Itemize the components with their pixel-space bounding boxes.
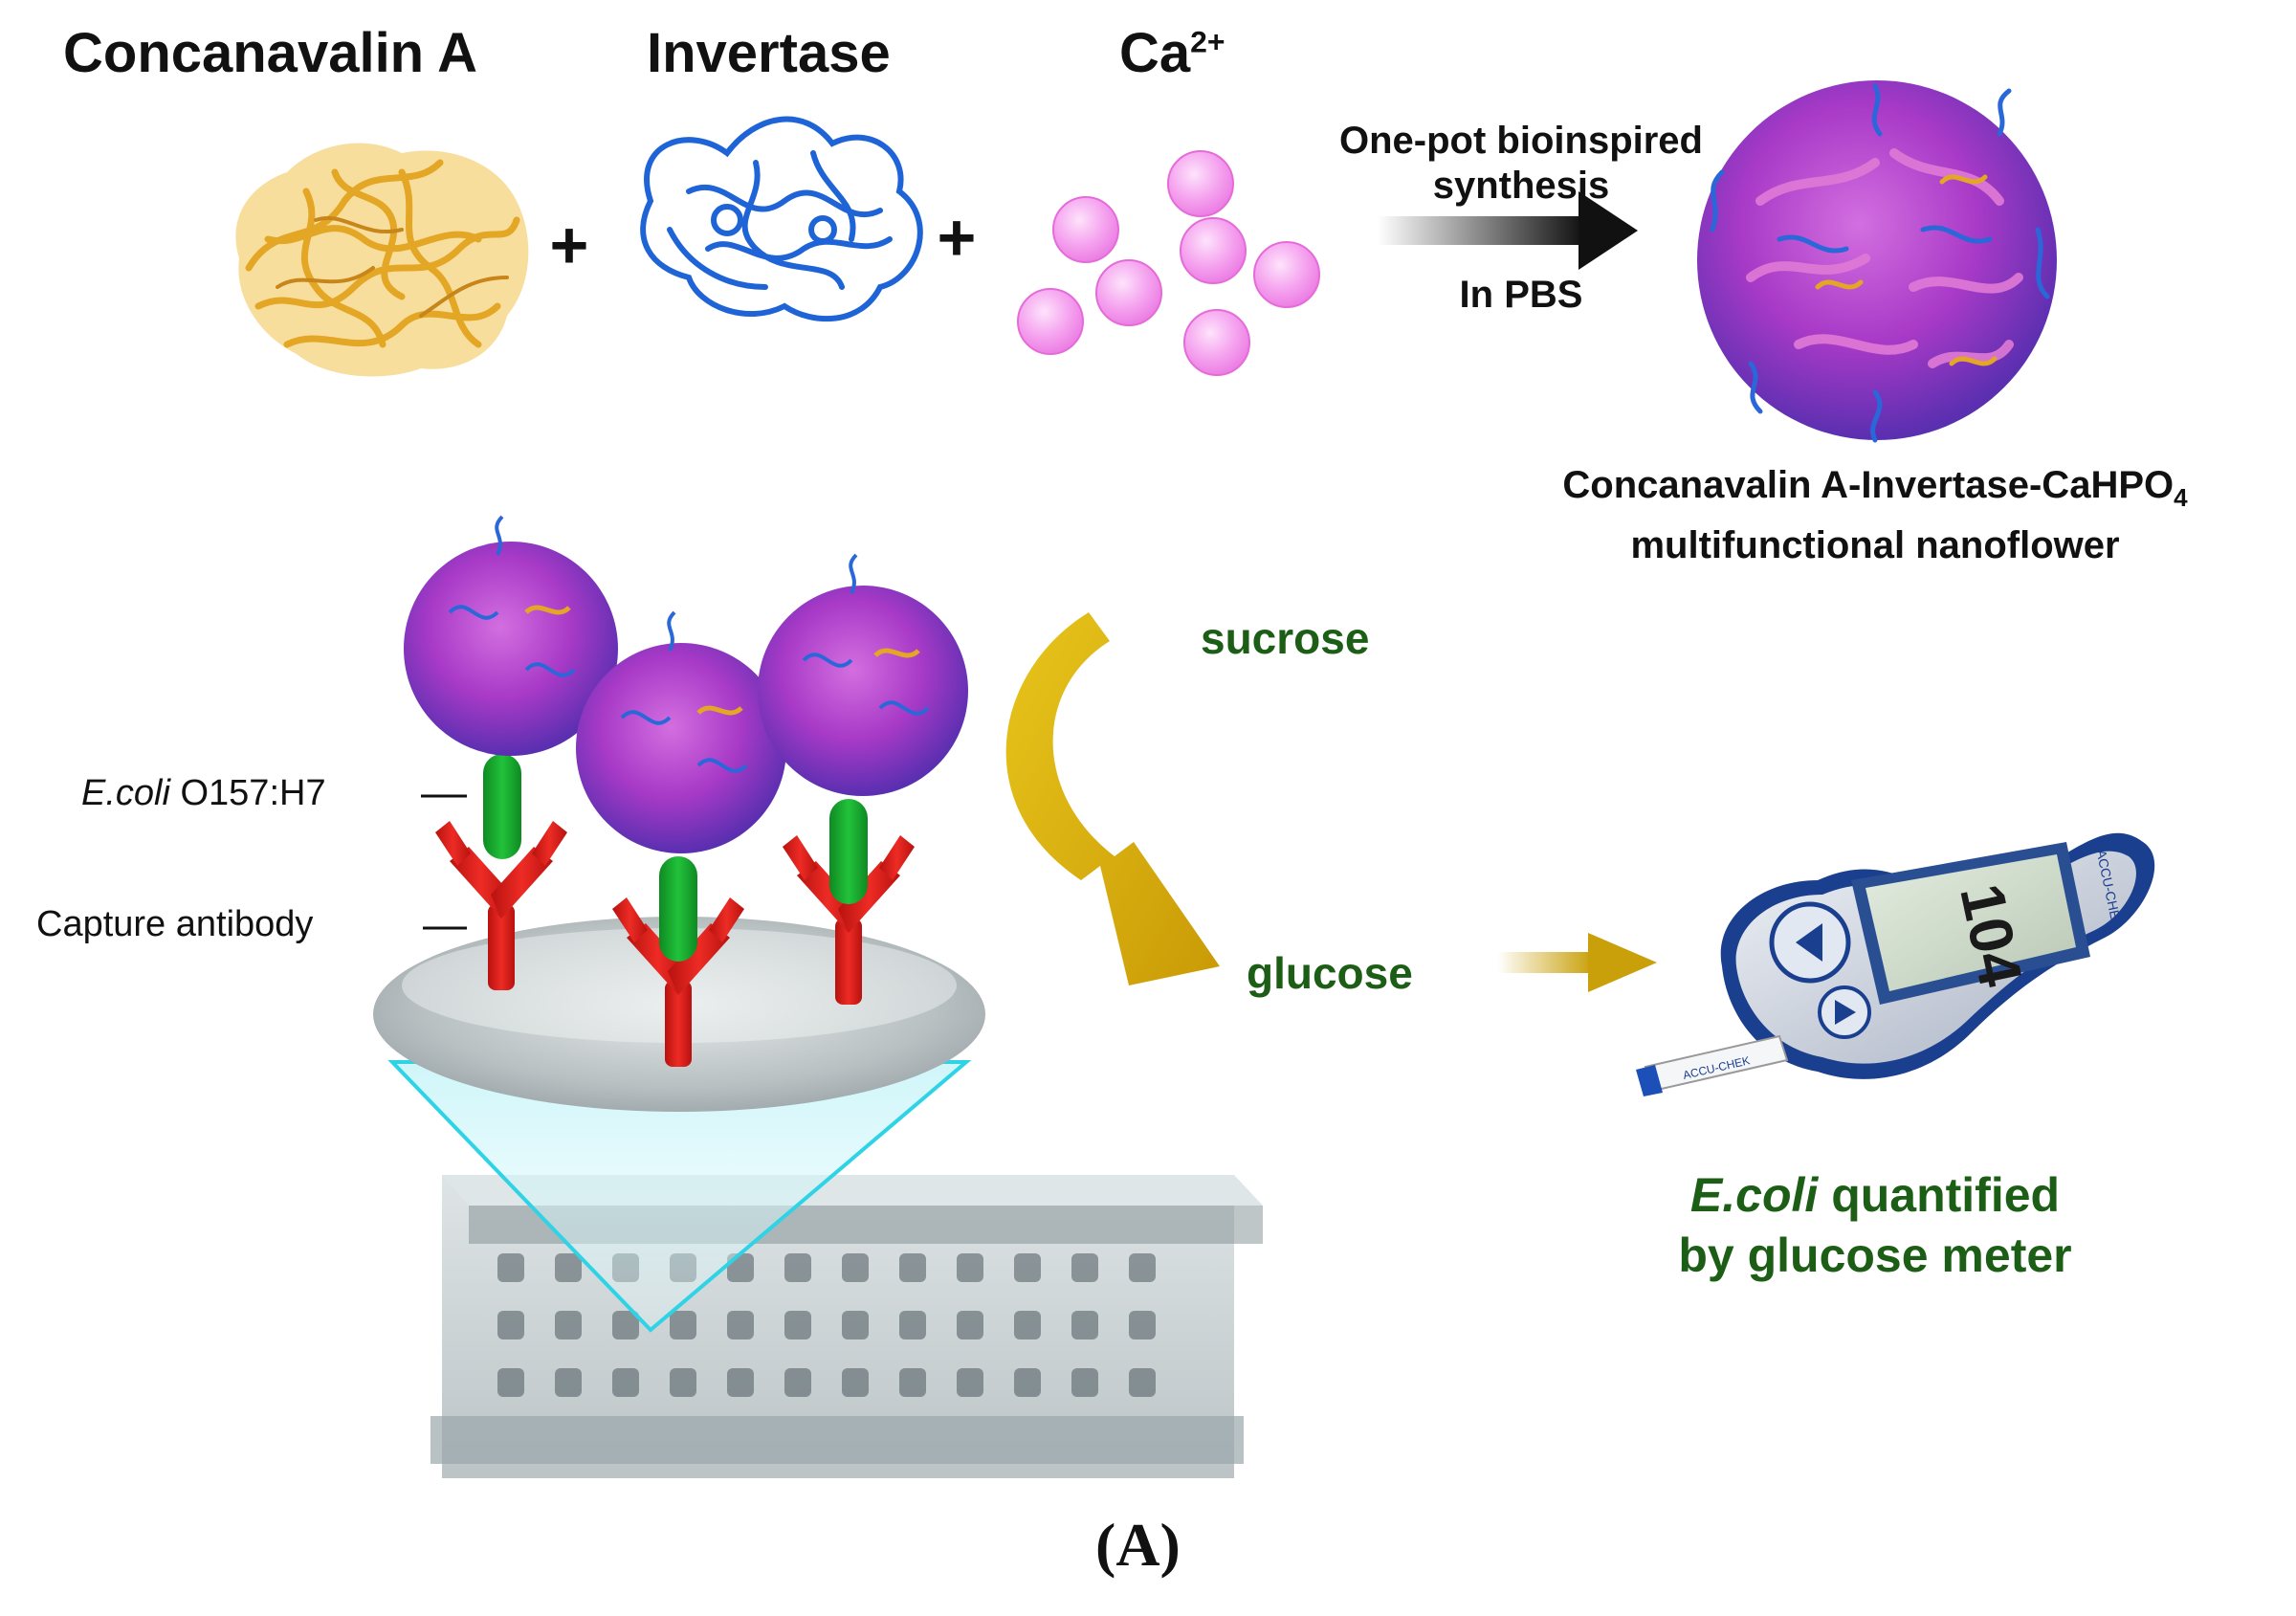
ecoli-cell-1: [483, 754, 521, 859]
concanavalin-title: Concanavalin A: [63, 22, 477, 84]
capture-antibody-1: [435, 821, 567, 990]
glucose-meter-icon: [1636, 832, 2155, 1096]
invertase-title: Invertase: [647, 22, 891, 84]
calcium-title: Ca2+: [1119, 21, 1225, 85]
synthesis-label-line1: One-pot bioinspired: [1339, 120, 1703, 162]
test-strip: [1636, 1034, 1789, 1096]
capture-antibody-3: [783, 835, 915, 1005]
nanoflower-caption-line2: multifunctional nanoflower: [1630, 524, 2120, 566]
glucose-label: glucose: [1247, 948, 1413, 998]
ecoli-label-italic: E.coli: [81, 773, 170, 813]
nanoflower-small-3: [758, 553, 968, 796]
synthesis-label-line2: synthesis: [1432, 165, 1610, 207]
ecoli-cell-2: [659, 856, 697, 962]
meter-caption-line2: by glucose meter: [1678, 1229, 2072, 1282]
nanoflower-small-2: [576, 610, 786, 853]
concanavalin-protein-icon: [235, 143, 529, 377]
calcium-base: Ca: [1119, 22, 1191, 84]
nanoflower-caption-line1: Concanavalin A-Invertase-CaHPO4: [1454, 464, 2296, 513]
ecoli-label-strain: O157:H7: [169, 773, 326, 813]
synthesis-condition: In PBS: [1459, 274, 1583, 316]
meter-caption-italic: E.coli: [1689, 1168, 1819, 1222]
meter-caption-line1: E.coli quantified: [1569, 1167, 2181, 1223]
capture-antibody-label: Capture antibody: [36, 904, 314, 944]
sucrose-to-glucose-arrow: [1005, 612, 1220, 985]
nanoflower-formula: Concanavalin A-Invertase-CaHPO: [1562, 464, 2175, 506]
capture-antibody-2: [612, 897, 744, 1067]
sucrose-label: sucrose: [1201, 613, 1370, 663]
invertase-protein-icon: [640, 116, 923, 322]
nanoflower-formula-subscript: 4: [2174, 483, 2188, 512]
nanoflower-large-icon: [1697, 80, 2057, 443]
microplate-icon: [430, 1175, 1263, 1478]
calcium-ion-icons: [1017, 150, 1320, 376]
glucose-to-meter-arrow: [1497, 933, 1657, 992]
nanoflower-small-1: [404, 515, 618, 756]
calcium-charge: 2+: [1190, 24, 1225, 59]
ecoli-cell-3: [829, 799, 868, 904]
meter-caption-rest: quantified: [1818, 1168, 2061, 1222]
plus-sign-1: +: [550, 208, 589, 282]
ecoli-label: E.coli O157:H7: [81, 773, 326, 814]
synthesis-arrow: [1378, 191, 1638, 270]
plus-sign-2: +: [938, 200, 977, 275]
panel-label: (A): [1095, 1511, 1181, 1579]
